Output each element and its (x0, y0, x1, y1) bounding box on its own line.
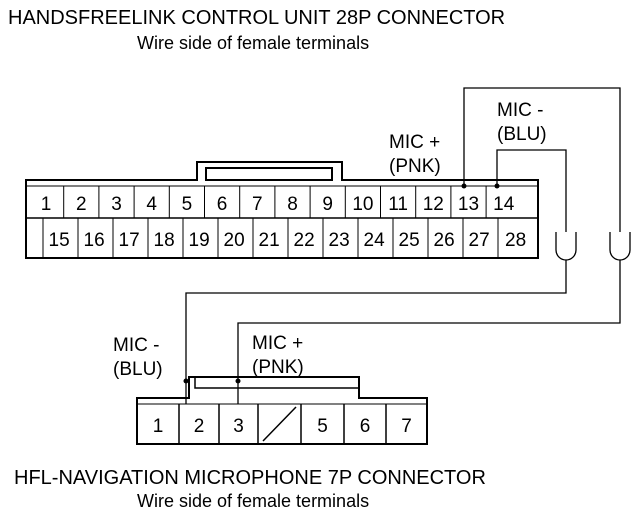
top-pin-label: 11 (388, 194, 408, 215)
top-pin-label: 13 (458, 194, 479, 215)
top-pin-label: 6 (217, 194, 228, 215)
top-pin-label: 23 (329, 230, 350, 251)
top-pin-label: 9 (322, 194, 333, 215)
bottom-pin-label: 6 (360, 416, 371, 437)
top-pin-label: 20 (224, 230, 245, 251)
top-pin-label: 27 (469, 230, 490, 251)
top-mic-minus-color: (BLU) (497, 124, 547, 145)
bottom-pin-label: 5 (317, 416, 328, 437)
bottom-connector (136, 376, 428, 445)
bottom-pin-dividers (178, 404, 387, 444)
top-pin-dividers (42, 186, 499, 258)
top-pin-label: 28 (505, 230, 526, 251)
top-pin-label: 10 (352, 194, 373, 215)
top-pin-label: 16 (84, 230, 105, 251)
wire-pnk-lower (237, 260, 621, 404)
top-connector (25, 161, 539, 259)
top-pin-label: 12 (423, 194, 444, 215)
top-connector-outline (25, 161, 539, 259)
bottom-connector-latch (194, 376, 360, 389)
bottom-connector-subtitle: Wire side of female terminals (137, 491, 369, 511)
bottom-pin-label: 3 (233, 416, 244, 437)
top-pin-label: 17 (119, 230, 140, 251)
top-mic-plus-color: (PNK) (389, 156, 441, 177)
bottom-pin4-blank-slash (262, 406, 297, 442)
top-mic-minus-label: MIC - (497, 100, 543, 121)
top-connector-subtitle: Wire side of female terminals (137, 33, 369, 53)
bottom-pin-label: 7 (401, 416, 412, 437)
wire-blu-upper (496, 149, 567, 232)
bottom-mic-minus-label: MIC - (113, 335, 159, 356)
top-pin-label: 8 (287, 194, 298, 215)
top-pin-label: 5 (182, 194, 193, 215)
wires (185, 87, 631, 404)
bottom-connector-title: HFL-NAVIGATION MICROPHONE 7P CONNECTOR (14, 467, 486, 489)
top-mic-plus-label: MIC + (389, 132, 440, 153)
junction-pin2 (183, 378, 189, 384)
wire-pnk-u-bend (609, 232, 631, 261)
top-pin-label: 2 (76, 194, 87, 215)
top-pin-label: 21 (259, 230, 280, 251)
junction-pin3 (235, 378, 241, 384)
top-connector-title: HANDSFREELINK CONTROL UNIT 28P CONNECTOR (8, 7, 505, 29)
bottom-mic-minus-color: (BLU) (113, 359, 163, 380)
wire-pnk-upper (463, 87, 621, 232)
bottom-pin-label: 2 (194, 416, 205, 437)
bottom-mic-plus-color: (PNK) (252, 357, 304, 378)
top-pin-label: 26 (434, 230, 455, 251)
bottom-connector-outline (136, 376, 428, 445)
top-pin-label: 15 (49, 230, 70, 251)
junction-pin14 (494, 183, 500, 189)
top-pin-label: 22 (294, 230, 315, 251)
top-pin-label: 7 (252, 194, 263, 215)
top-pin-label: 24 (364, 230, 386, 251)
bottom-mic-plus-label: MIC + (252, 333, 303, 354)
top-pin-label: 3 (111, 194, 122, 215)
wire-blu-u-bend (555, 232, 577, 261)
wire-blu-lower (185, 260, 567, 404)
top-pin-label: 25 (399, 230, 420, 251)
top-connector-latch (205, 167, 333, 181)
bottom-pin-label: 1 (153, 416, 164, 437)
top-pin-label: 14 (493, 194, 515, 215)
bottom-pin-labels: 1 2 3 5 6 7 (153, 416, 412, 437)
top-row2-labels: 15 16 17 18 19 20 21 22 23 24 25 26 27 28 (49, 230, 527, 251)
top-pin-label: 18 (154, 230, 175, 251)
top-pin-label: 1 (41, 194, 52, 215)
junction-pin13 (461, 183, 467, 189)
top-pin-label: 4 (146, 194, 157, 215)
top-pin-label: 19 (189, 230, 210, 251)
